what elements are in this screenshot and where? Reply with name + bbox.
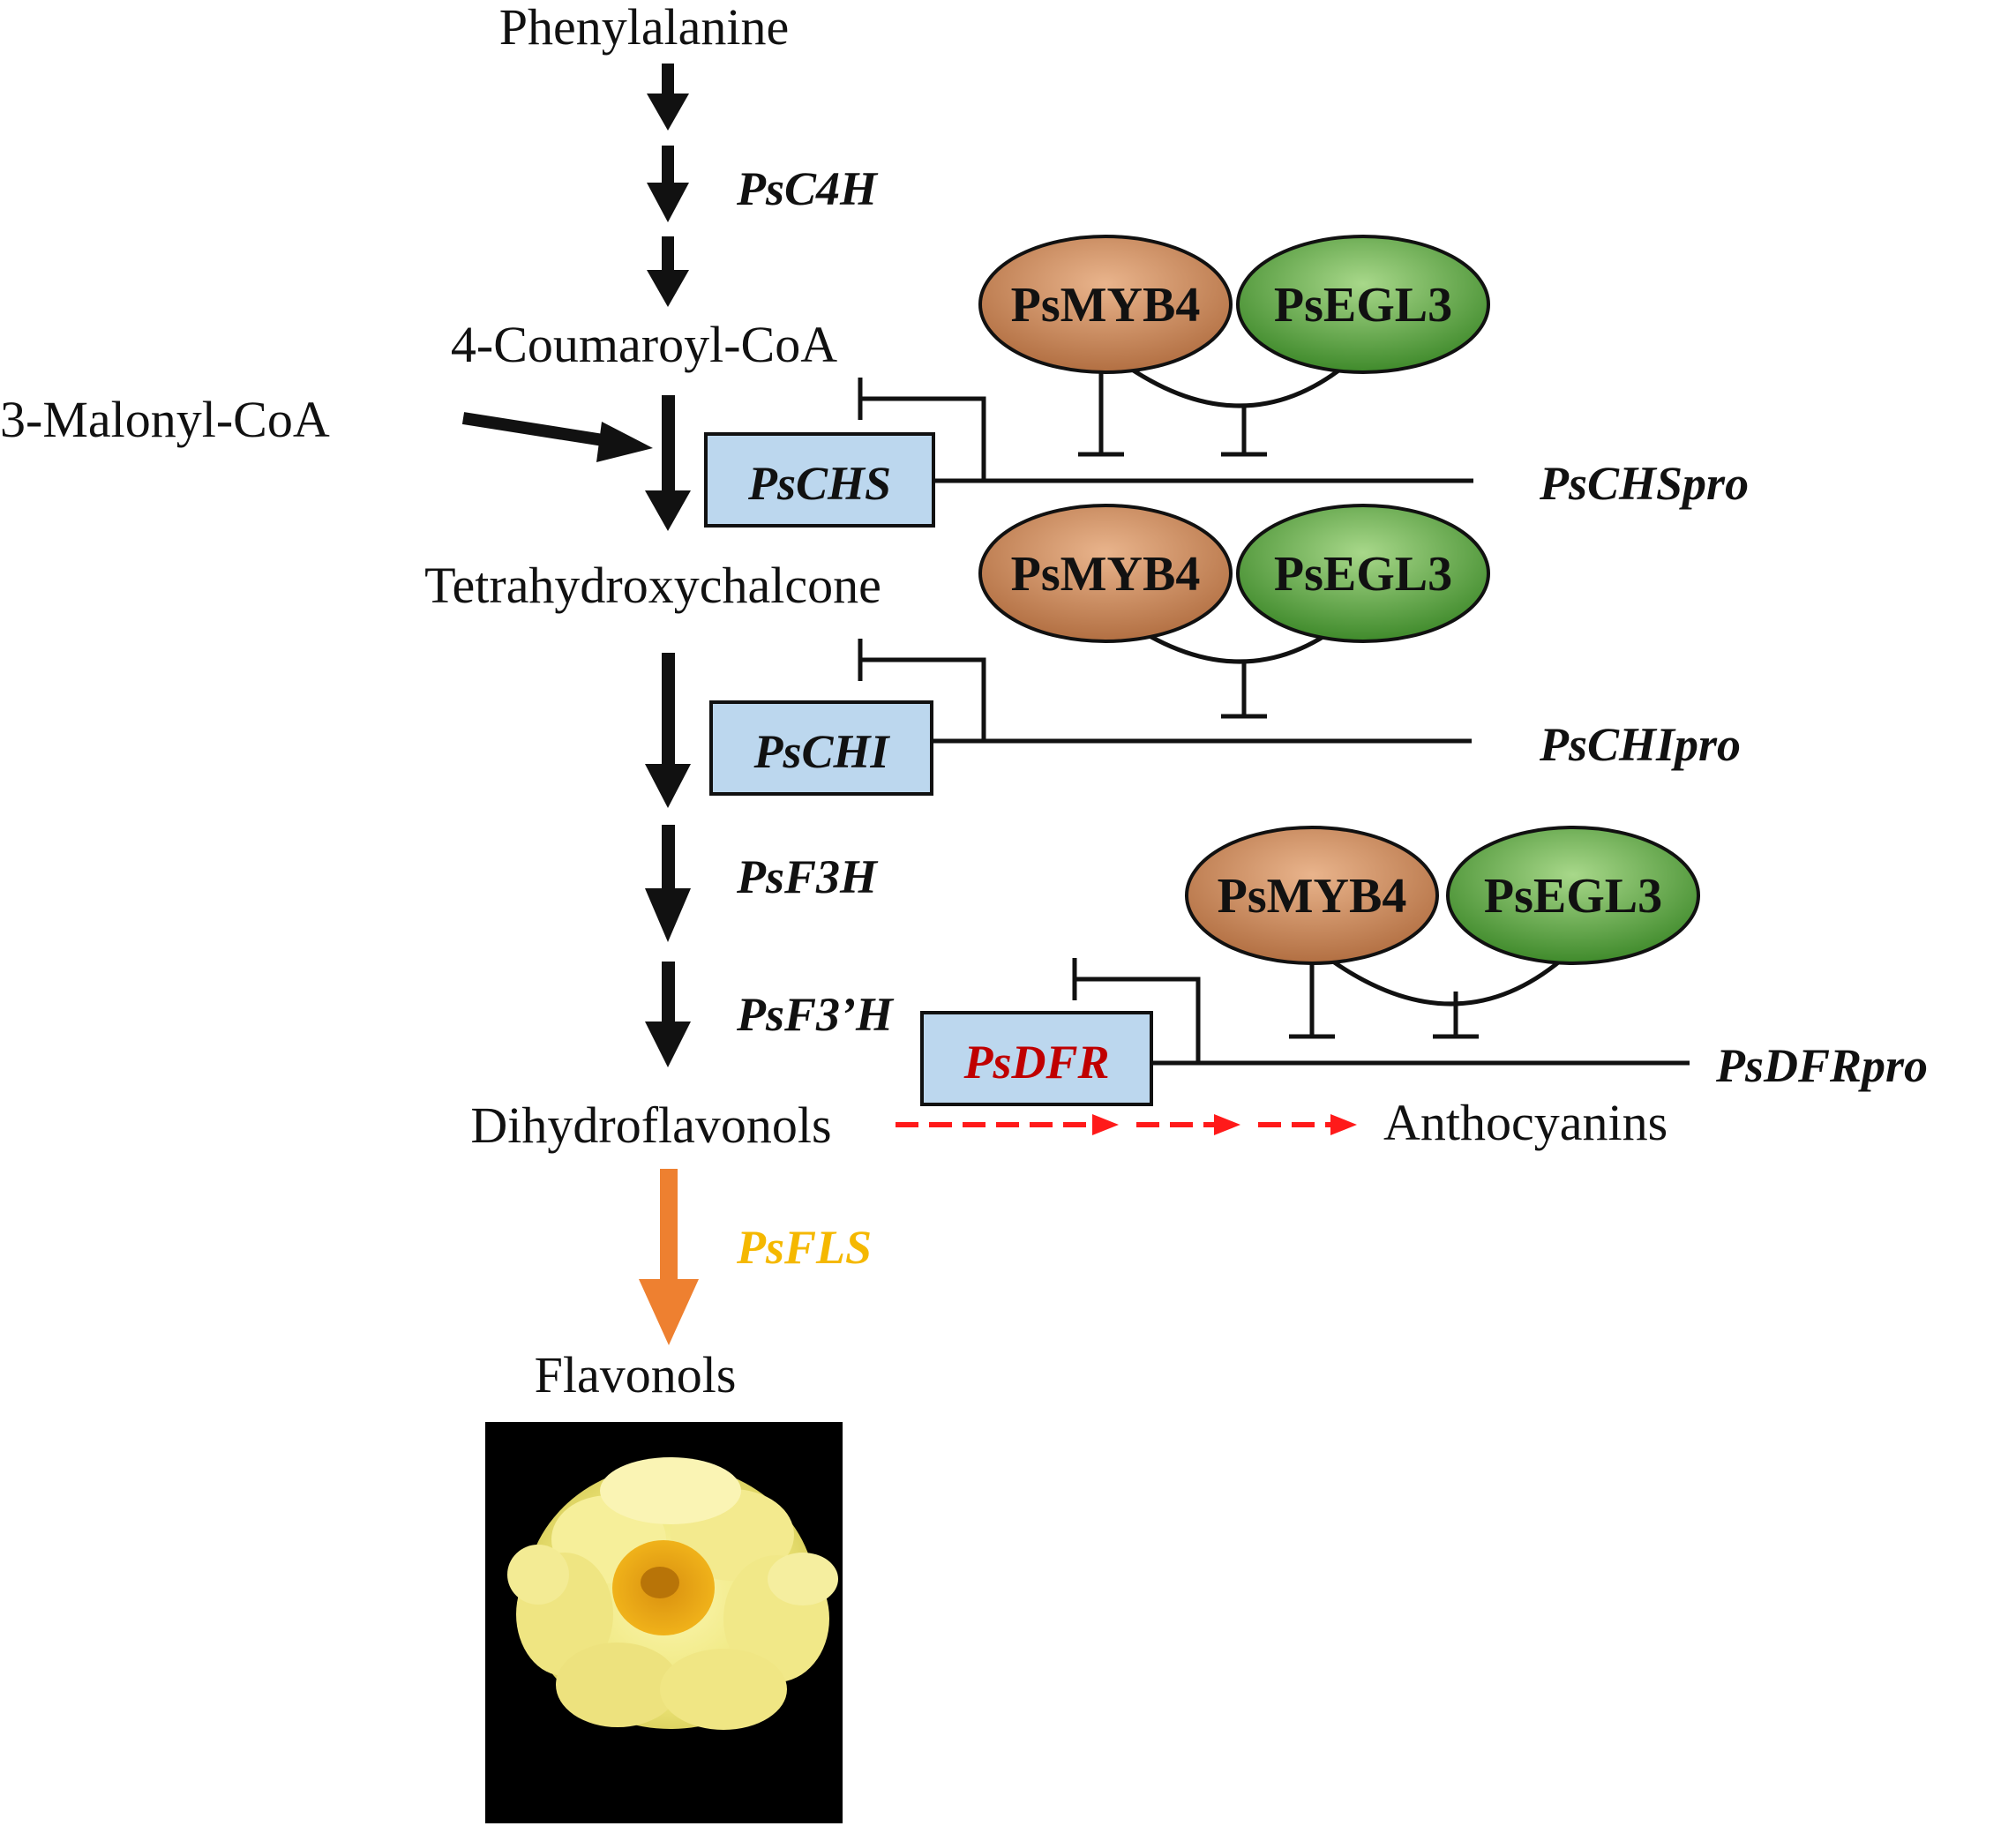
tf-myb-dfr	[1185, 826, 1439, 965]
tf-label-myb-dfr: PsMYB4	[1218, 869, 1407, 924]
metabolite-tetrahydroxychalcone: Tetrahydroxychalcone	[424, 557, 881, 614]
malonyl-arrow	[461, 412, 653, 462]
gene-box-dfr	[920, 1011, 1153, 1106]
pathway-arrow-2	[647, 146, 689, 222]
tf-label-egl-chs: PsEGL3	[1274, 278, 1452, 333]
gene-label-chs: PsCHS	[747, 457, 891, 510]
fls-arrow	[639, 1169, 699, 1345]
peony-pistil	[641, 1567, 679, 1598]
tf-egl-chs	[1236, 235, 1490, 374]
gene-label-chi: PsCHI	[753, 725, 890, 778]
tf-label-egl-chi: PsEGL3	[1274, 547, 1452, 602]
gene-label-fls: PsFLS	[736, 1221, 872, 1274]
promoter-label-chs: PsCHSpro	[1539, 457, 1749, 510]
tf-myb-chi	[978, 504, 1233, 643]
chi-autoregulation-line	[860, 657, 986, 741]
chs-autoregulation-line	[860, 396, 986, 481]
pathway-arrow-4	[645, 395, 691, 531]
gene-label-dfr: PsDFR	[963, 1036, 1109, 1089]
flower-photo	[485, 1422, 843, 1823]
metabolite-coumaroyl-coa: 4-Coumaroyl-CoA	[451, 316, 837, 373]
gene-label-f3h: PsF3H	[736, 850, 879, 903]
tf-egl-dfr	[1446, 826, 1700, 965]
metabolite-flavonols: Flavonols	[535, 1346, 737, 1403]
pathway-arrow-1	[647, 64, 689, 131]
tf-label-egl-dfr: PsEGL3	[1484, 869, 1662, 924]
tf-label-myb-chs: PsMYB4	[1011, 278, 1201, 333]
dfr-autoregulation-line	[1075, 977, 1201, 1063]
chs-complex-arc	[1119, 359, 1352, 408]
dfr-complex-arc	[1329, 957, 1563, 1007]
pathway-arrow-6	[645, 825, 691, 942]
gene-box-chs	[704, 432, 935, 528]
metabolite-malonyl-coa: 3-Malonyl-CoA	[0, 391, 330, 448]
tf-label-myb-chi: PsMYB4	[1011, 547, 1201, 602]
dashed-arrow-to-anthocyanins	[896, 1114, 1357, 1135]
gene-box-chi	[709, 700, 933, 796]
tf-egl-chi	[1236, 504, 1490, 643]
pathway-arrow-7	[645, 962, 691, 1067]
dfr-promoter-module: PsMYB4 PsEGL3	[1072, 826, 1700, 1066]
promoter-label-dfr: PsDFRpro	[1715, 1039, 1928, 1092]
promoter-label-chi: PsCHIpro	[1539, 718, 1741, 771]
pathway-arrow-5	[645, 653, 691, 808]
pathway-arrow-3	[647, 236, 689, 307]
gene-label-c4h: PsC4H	[736, 162, 879, 215]
chi-promoter-module: PsMYB4 PsEGL3	[858, 504, 1490, 744]
metabolite-phenylalanine: Phenylalanine	[499, 0, 790, 56]
chs-promoter-module: PsMYB4 PsEGL3	[858, 235, 1490, 483]
metabolite-anthocyanins: Anthocyanins	[1383, 1094, 1668, 1151]
metabolite-dihydroflavonols: Dihydroflavonols	[470, 1096, 831, 1154]
gene-label-f3ph: PsF3’H	[736, 988, 895, 1041]
tf-myb-chs	[978, 235, 1233, 374]
